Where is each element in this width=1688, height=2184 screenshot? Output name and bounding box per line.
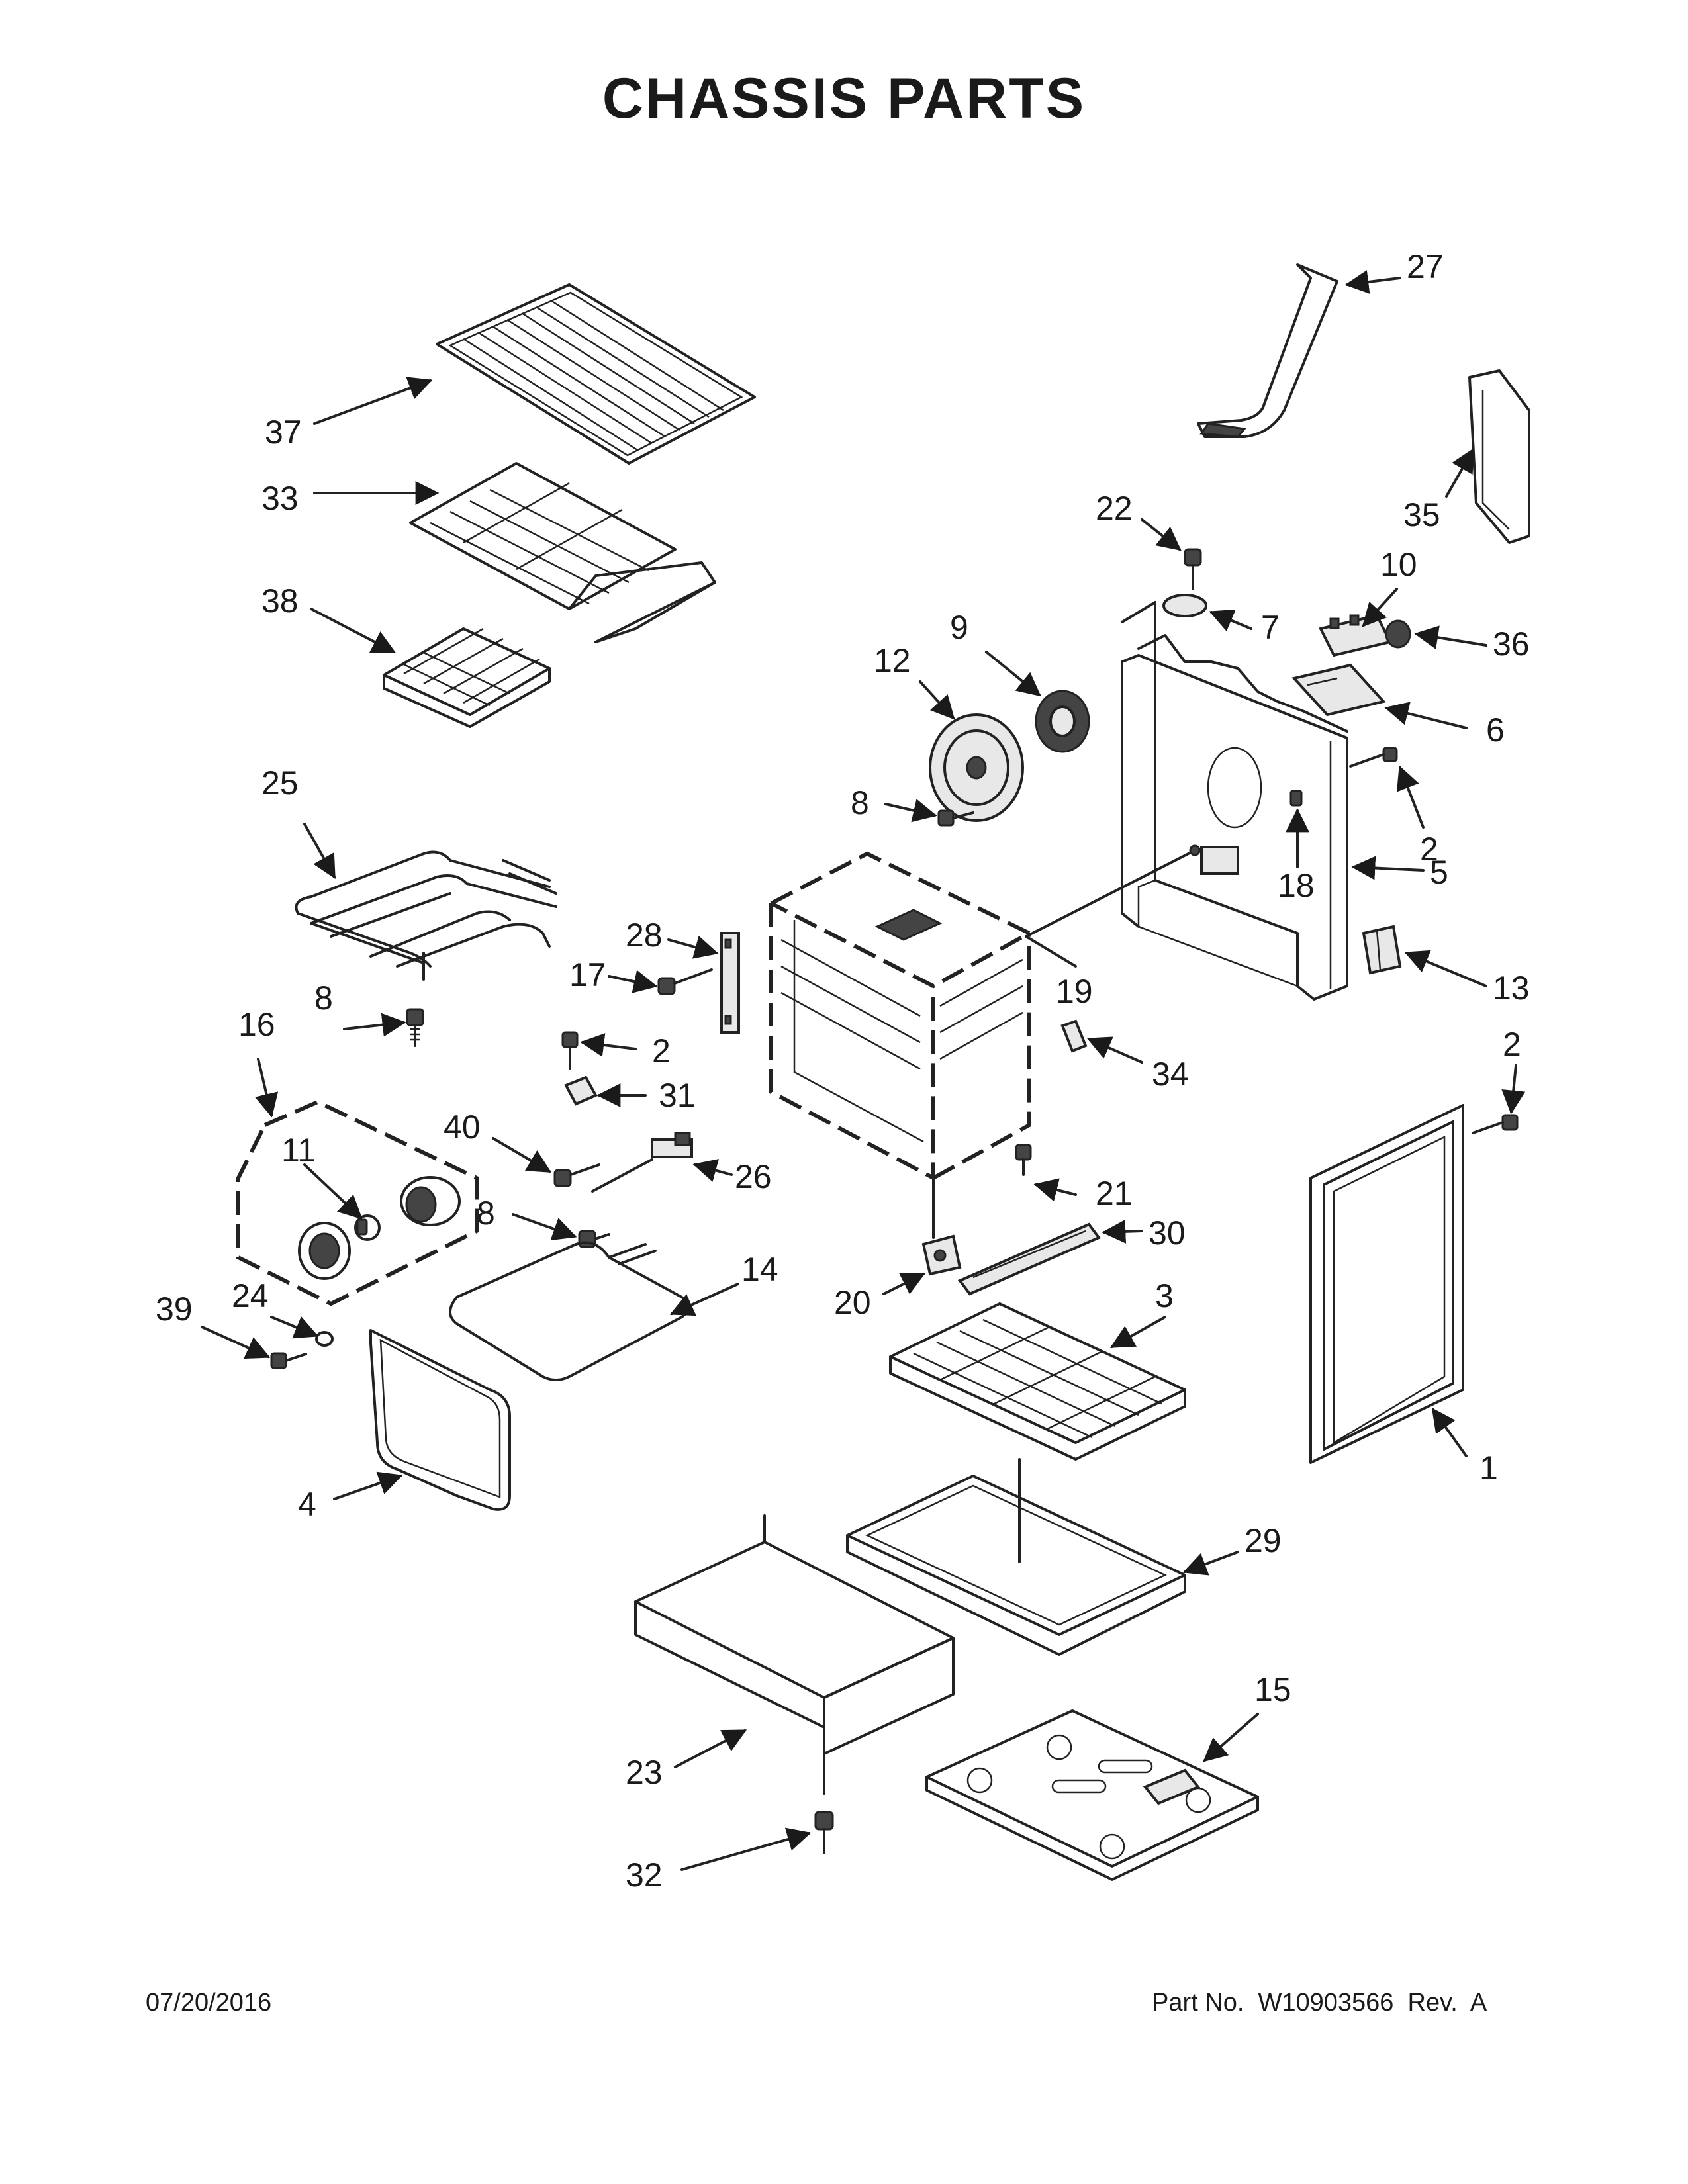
screw-part-2a [561, 1031, 579, 1070]
oven-rack-part-37 [436, 283, 756, 465]
spring-part-18 [1289, 790, 1303, 807]
callout-24: 24 [232, 1277, 269, 1314]
anti-tip-bracket-part-27 [1197, 263, 1338, 438]
broiler-rack-part-3 [889, 1302, 1186, 1563]
callout-15: 15 [1254, 1671, 1291, 1708]
bracket-part-6 [1291, 663, 1386, 717]
callout-22: 22 [1096, 490, 1133, 527]
terminal-block-part-10 [1319, 614, 1392, 657]
oven-sensor-part-26 [591, 1132, 693, 1193]
broil-element-part-25 [295, 850, 557, 981]
bracket-part-7 [1162, 594, 1207, 617]
callout-10: 10 [1380, 546, 1417, 583]
screw-part-39 [270, 1352, 307, 1369]
footer-date: 07/20/2016 [146, 1989, 272, 2017]
callout-23: 23 [626, 1754, 663, 1791]
screw-part-2b [1349, 747, 1398, 768]
callout-28: 28 [626, 917, 663, 954]
callout-11: 11 [281, 1132, 316, 1169]
callout-33: 33 [261, 480, 299, 517]
callout-31: 31 [659, 1077, 696, 1114]
callout-17: 17 [569, 956, 606, 993]
footer-part-number: Part No. W10903566 Rev. A [1152, 1989, 1487, 2017]
clip-part-34 [1060, 1019, 1088, 1053]
lamp-components-part-11 [298, 1176, 461, 1280]
callout-26: 26 [735, 1158, 772, 1195]
callout-8c: 8 [851, 784, 869, 821]
storage-drawer-part-23 [634, 1514, 955, 1795]
callout-8b: 8 [477, 1195, 495, 1232]
half-rack-part-38 [383, 627, 551, 728]
callout-37: 37 [265, 414, 302, 451]
broiler-pan-part-29 [846, 1475, 1186, 1656]
callout-32: 32 [626, 1856, 663, 1893]
lamp-kit-part-16 [236, 1099, 479, 1306]
spacer-part-24 [315, 1331, 334, 1347]
convection-cover-part-12 [929, 713, 1024, 822]
switch-part-20 [921, 1234, 962, 1276]
callout-18: 18 [1278, 867, 1315, 904]
bracket-part-13 [1362, 925, 1402, 975]
callout-25: 25 [261, 764, 299, 801]
screw-part-17 [657, 968, 713, 995]
roll-out-rack-part-33 [409, 462, 716, 643]
callout-21: 21 [1096, 1175, 1133, 1212]
screw-part-8a [406, 1008, 424, 1047]
bake-element-part-14 [449, 1241, 690, 1381]
callout-34: 34 [1152, 1056, 1189, 1093]
callout-35: 35 [1403, 496, 1440, 533]
screw-part-21 [1015, 1144, 1032, 1176]
convection-fan-part-9 [1035, 690, 1090, 753]
screw-part-32 [814, 1811, 834, 1854]
callout-leaders [201, 270, 1526, 1871]
callout-2a: 2 [652, 1032, 671, 1069]
callout-12: 12 [874, 642, 911, 679]
bracket-part-35 [1468, 369, 1530, 544]
callout-5: 5 [1430, 854, 1448, 891]
fastener-part-36 [1385, 619, 1411, 649]
callout-3: 3 [1155, 1277, 1174, 1314]
callout-14: 14 [741, 1251, 778, 1288]
bottom-panel-part-15 [925, 1709, 1259, 1881]
callout-29: 29 [1244, 1522, 1282, 1559]
rail-part-30 [957, 1222, 1102, 1296]
callout-30: 30 [1149, 1214, 1186, 1251]
callout-40: 40 [444, 1109, 481, 1146]
rear-chassis-part-5 [1121, 601, 1348, 1001]
callout-38: 38 [261, 582, 299, 619]
clip-part-31 [564, 1075, 598, 1106]
callout-19: 19 [1056, 973, 1093, 1010]
callout-7: 7 [1261, 609, 1280, 646]
screw-part-22 [1184, 548, 1202, 590]
callout-labels: 37 33 38 25 8 16 11 39 24 4 28 17 2 31 4… [156, 248, 1530, 1893]
screw-part-40 [553, 1163, 600, 1187]
callout-27: 27 [1407, 248, 1444, 285]
callout-1: 1 [1479, 1449, 1498, 1486]
hinge-bracket-part-28 [720, 932, 740, 1034]
callout-16: 16 [238, 1006, 275, 1043]
callout-6: 6 [1486, 711, 1505, 749]
callout-4: 4 [298, 1486, 316, 1523]
callout-39: 39 [156, 1291, 193, 1328]
screw-part-8c [937, 809, 974, 827]
callout-2b: 2 [1420, 831, 1438, 868]
oven-cavity [769, 851, 1034, 1239]
page-title: CHASSIS PARTS [602, 67, 1086, 130]
callout-2c: 2 [1503, 1026, 1521, 1063]
callout-20: 20 [834, 1284, 871, 1321]
door-gasket-part-4 [369, 1329, 511, 1511]
callout-8a: 8 [314, 979, 333, 1017]
door-panel-part-1 [1309, 1104, 1464, 1464]
callout-13: 13 [1493, 970, 1530, 1007]
callout-9: 9 [950, 609, 968, 646]
screw-part-2c [1472, 1114, 1519, 1134]
callout-36: 36 [1493, 625, 1530, 662]
